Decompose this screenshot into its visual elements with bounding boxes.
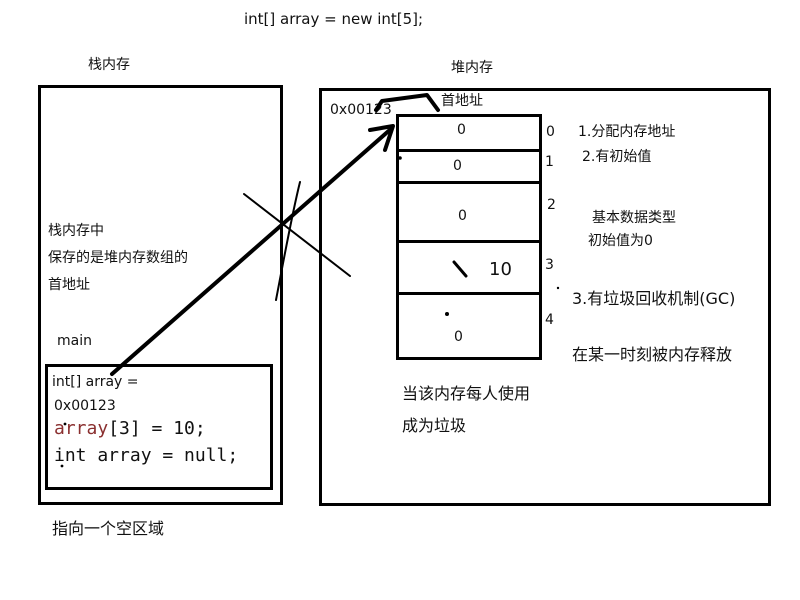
heap-note-2: 2.有初始值 bbox=[582, 149, 652, 165]
stack-title: 栈内存 bbox=[88, 57, 130, 73]
address-pointer-line bbox=[374, 93, 440, 112]
stack-memory-box bbox=[38, 85, 283, 505]
array-cell-2 bbox=[396, 181, 542, 243]
ink-dot bbox=[556, 286, 560, 290]
first-address-label: 首地址 bbox=[441, 93, 483, 109]
ink-dot bbox=[63, 422, 67, 426]
array-cell-3 bbox=[396, 240, 542, 295]
ink-dot bbox=[398, 156, 402, 160]
cell-index: 0 bbox=[546, 124, 555, 140]
cross-out-stroke bbox=[275, 181, 301, 301]
code-assign-rest: [3] = 10; bbox=[108, 418, 206, 439]
heap-note-4: 初始值为0 bbox=[588, 233, 653, 249]
code-null: int array = null; bbox=[54, 445, 239, 466]
stack-note-line3: 首地址 bbox=[48, 277, 90, 293]
heap-title: 堆内存 bbox=[451, 60, 493, 76]
cell-value: 0 bbox=[458, 208, 467, 224]
cell-value: 10 bbox=[489, 259, 512, 280]
cell-value: 0 bbox=[454, 329, 463, 345]
garbage-note-line1: 当该内存每人使用 bbox=[402, 384, 531, 403]
heap-note-6: 在某一时刻被内存释放 bbox=[572, 345, 733, 364]
cell-index: 3 bbox=[545, 257, 554, 273]
var-decl: int[] array = bbox=[52, 374, 139, 390]
heap-note-3: 基本数据类型 bbox=[592, 210, 676, 226]
ink-dot bbox=[445, 312, 449, 316]
heap-note-5: 3.有垃圾回收机制(GC) bbox=[572, 289, 736, 308]
cell-index: 4 bbox=[545, 312, 554, 328]
ink-dot bbox=[60, 464, 64, 468]
heap-memory-box bbox=[319, 88, 771, 506]
code-assign-name: array bbox=[54, 418, 109, 439]
cell-value: 0 bbox=[457, 122, 466, 138]
cell-value: 0 bbox=[453, 158, 462, 174]
stack-note-line1: 栈内存中 bbox=[48, 223, 104, 239]
cell-index: 1 bbox=[545, 154, 554, 170]
top-code: int[] array = new int[5]; bbox=[244, 10, 424, 28]
garbage-note-line2: 成为垃圾 bbox=[402, 416, 467, 435]
footer-note: 指向一个空区域 bbox=[52, 519, 165, 538]
var-address: 0x00123 bbox=[54, 398, 116, 414]
heap-note-1: 1.分配内存地址 bbox=[578, 124, 676, 140]
reference-arrow-line bbox=[110, 126, 394, 376]
main-label: main bbox=[57, 333, 92, 349]
array-cell-4 bbox=[396, 292, 542, 360]
reference-arrow-head bbox=[368, 124, 395, 152]
stack-note-line2: 保存的是堆内存数组的 bbox=[48, 250, 188, 266]
cross-out-stroke bbox=[243, 193, 351, 277]
cell-index: 2 bbox=[547, 197, 556, 213]
code-assign: array[3] = 10; bbox=[54, 420, 206, 438]
ink-mark bbox=[452, 260, 468, 278]
main-frame-box bbox=[45, 364, 273, 490]
